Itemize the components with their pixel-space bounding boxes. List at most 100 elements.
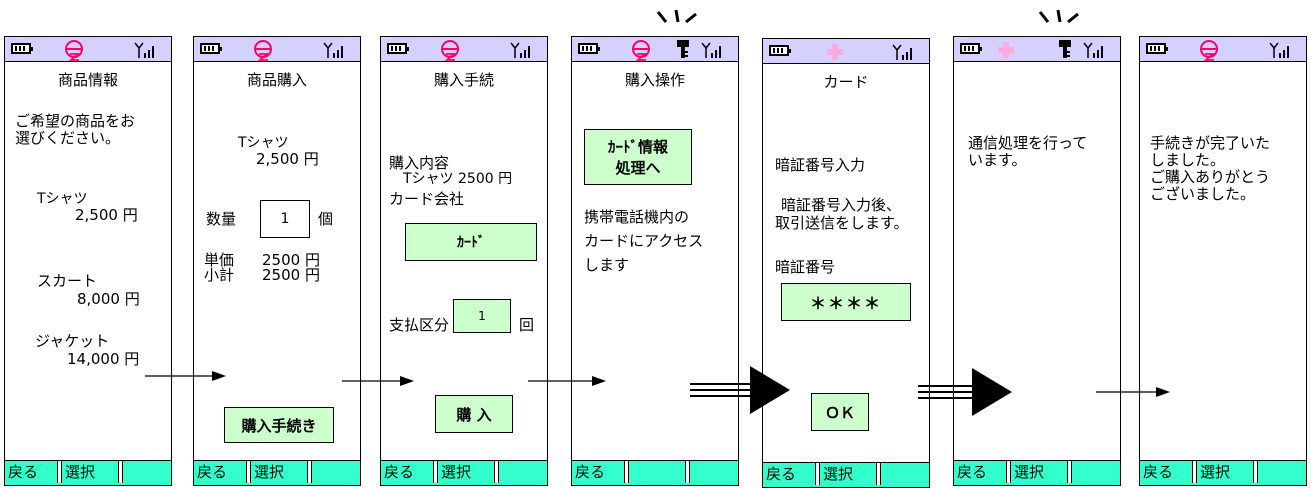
unit-price-value: 2500 円 xyxy=(262,251,320,269)
intro-line: 選びください。 xyxy=(15,129,121,147)
flow-arrow xyxy=(1096,387,1170,397)
card-select-button[interactable]: ｶｰﾄﾞ xyxy=(405,223,537,261)
soft-key-divider xyxy=(307,461,312,483)
back-soft-key[interactable]: 戻る xyxy=(1143,463,1174,481)
select-soft-key[interactable]: 選択 xyxy=(65,463,96,481)
back-soft-key[interactable]: 戻る xyxy=(957,463,988,481)
product-price-jacket: 14,000 円 xyxy=(67,350,140,368)
battery-icon xyxy=(1146,43,1168,54)
signal-antenna-icon xyxy=(510,42,530,58)
purchase-contents-value: Tシャツ 2500 円 xyxy=(403,171,513,187)
soft-key-divider xyxy=(433,461,438,483)
message-line: ございました。 xyxy=(1150,185,1256,203)
soft-key-bar: 戻る 選択 xyxy=(194,460,360,485)
screen-title: 商品購入 xyxy=(246,71,307,89)
select-soft-key[interactable]: 選択 xyxy=(1200,463,1231,481)
battery-icon xyxy=(960,43,982,54)
buy-button[interactable]: 購 入 xyxy=(435,395,513,433)
key-icon xyxy=(1059,40,1071,58)
soft-key-divider xyxy=(815,463,820,485)
status-bar xyxy=(381,37,547,62)
status-bar xyxy=(5,37,171,62)
screen-title: 商品情報 xyxy=(57,71,118,89)
signal-spark-icon xyxy=(656,9,697,24)
product-price-skirt: 8,000 円 xyxy=(77,290,140,308)
select-soft-key[interactable]: 選択 xyxy=(1014,463,1045,481)
ez-icon xyxy=(65,40,83,61)
flow-arrow-triple xyxy=(918,368,1012,416)
soft-key-divider xyxy=(1253,461,1258,483)
pin-entry-label: 暗証番号入力 xyxy=(775,156,866,174)
soft-key-bar: 戻る 選択 xyxy=(954,460,1120,485)
soft-key-bar: 戻る xyxy=(572,460,738,485)
screen-title: 購入手続 xyxy=(433,71,494,89)
select-soft-key[interactable]: 選択 xyxy=(441,463,472,481)
message-line: しました。 xyxy=(1150,151,1226,169)
back-soft-key[interactable]: 戻る xyxy=(197,463,228,481)
signal-antenna-icon xyxy=(892,44,912,60)
soft-key-bar: 戻る 選択 xyxy=(381,460,547,485)
quantity-input[interactable]: 1 xyxy=(260,200,310,238)
select-soft-key[interactable]: 選択 xyxy=(823,465,854,483)
payment-count-input[interactable]: 1 xyxy=(453,299,511,333)
status-bar xyxy=(194,37,360,62)
soft-key-divider xyxy=(876,463,881,485)
card-info-process-button[interactable]: ｶｰﾄﾞ情報 処理へ xyxy=(584,129,692,185)
status-bar xyxy=(763,39,929,64)
button-label-line: ｶｰﾄﾞ情報 xyxy=(607,138,668,156)
flow-arrow xyxy=(145,371,226,381)
pin-input[interactable]: ＊＊＊＊ xyxy=(781,283,911,321)
signal-spark-icon xyxy=(1038,9,1079,24)
status-bar xyxy=(1140,37,1306,62)
screen-title: カード xyxy=(823,73,869,91)
soft-key-divider xyxy=(624,461,629,483)
soft-key-bar: 戻る 選択 xyxy=(5,460,171,485)
product-name: Tシャツ xyxy=(238,135,289,151)
message-line: 通信処理を行って xyxy=(968,134,1088,152)
key-icon xyxy=(677,40,689,58)
soft-key-bar: 戻る 選択 xyxy=(763,462,929,487)
signal-antenna-icon xyxy=(323,42,343,58)
purchase-contents-label: 購入内容 xyxy=(389,154,450,172)
battery-icon xyxy=(387,43,409,54)
product-name-jacket[interactable]: ジャケット xyxy=(35,332,110,350)
subtotal-label: 小計 xyxy=(204,266,235,284)
back-soft-key[interactable]: 戻る xyxy=(766,465,797,483)
payment-count-unit: 回 xyxy=(519,316,535,334)
select-soft-key[interactable]: 選択 xyxy=(254,463,285,481)
pin-label: 暗証番号 xyxy=(775,258,836,276)
phone-screen-product-info: 商品情報 ご希望の商品をお 選びください。 Tシャツ 2,500 円 スカート … xyxy=(4,36,172,486)
intro-line: ご希望の商品をお xyxy=(15,112,136,130)
soft-key-divider xyxy=(118,461,123,483)
payment-type-label: 支払区分 xyxy=(389,316,450,334)
soft-key-divider xyxy=(1006,461,1011,483)
phone-screen-card-pin: カード 暗証番号入力 暗証番号入力後、 取引送信をします。 暗証番号 ＊＊＊＊ … xyxy=(762,38,930,488)
signal-antenna-icon xyxy=(134,42,154,58)
back-soft-key[interactable]: 戻る xyxy=(575,463,606,481)
quantity-label: 数量 xyxy=(206,210,237,228)
product-price-tshirt: 2,500 円 xyxy=(75,206,138,224)
pin-note-line: 取引送信をします。 xyxy=(775,214,909,232)
flow-arrow xyxy=(342,376,414,386)
phone-screen-purchase-operation: 購入操作 ｶｰﾄﾞ情報 処理へ 携帯電話機内の カードにアクセス します 戻る xyxy=(571,36,739,486)
proceed-to-checkout-button[interactable]: 購入手続き xyxy=(224,407,334,443)
product-name-skirt[interactable]: スカート xyxy=(37,272,98,290)
back-soft-key[interactable]: 戻る xyxy=(8,463,39,481)
unit-price-label: 単価 xyxy=(204,251,235,269)
button-label-line: 処理へ xyxy=(615,159,661,177)
back-soft-key[interactable]: 戻る xyxy=(384,463,415,481)
ez-icon xyxy=(632,40,650,61)
soft-key-divider xyxy=(685,461,690,483)
message-line: います。 xyxy=(968,151,1027,169)
ez-icon xyxy=(254,40,272,61)
ez-icon xyxy=(441,40,459,61)
soft-key-divider xyxy=(1192,461,1197,483)
soft-key-divider xyxy=(57,461,62,483)
soft-key-bar: 戻る 選択 xyxy=(1140,460,1306,485)
battery-icon xyxy=(769,45,791,56)
product-name-tshirt[interactable]: Tシャツ xyxy=(37,191,88,207)
message-line: 携帯電話機内の xyxy=(584,208,690,226)
ok-button[interactable]: ＯＫ xyxy=(811,393,869,431)
battery-icon xyxy=(11,43,33,54)
status-bar xyxy=(954,37,1120,62)
